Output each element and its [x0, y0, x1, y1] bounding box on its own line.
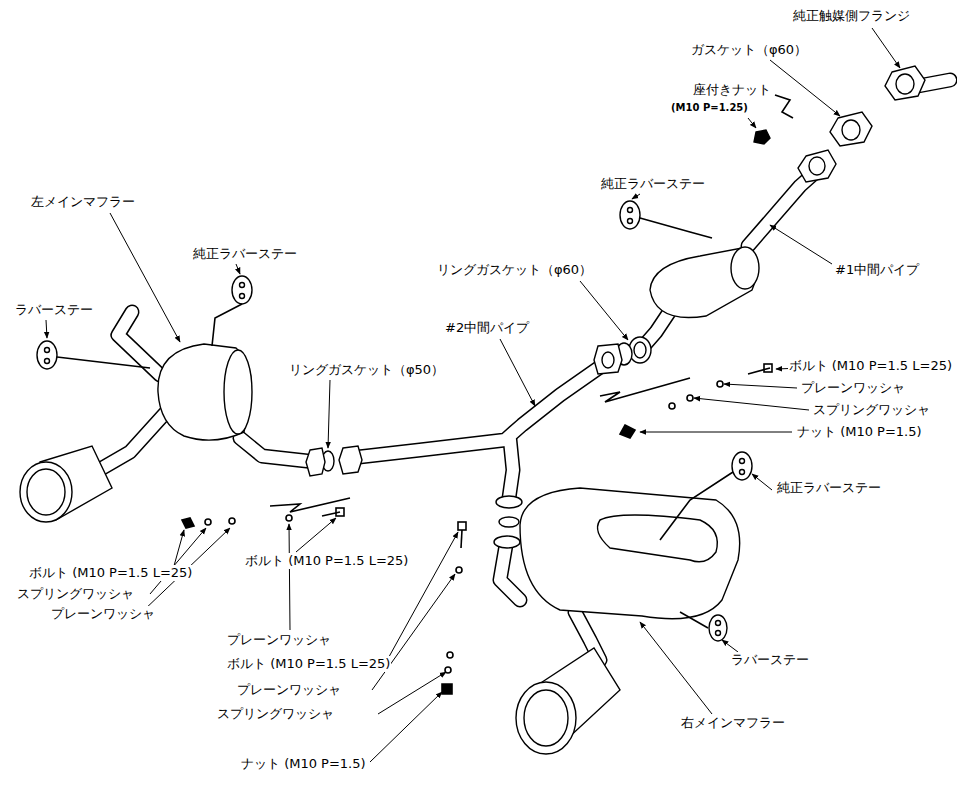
- part-label: (M10 P=1.25): [670, 102, 749, 114]
- part-label: #2中間パイプ: [444, 320, 530, 336]
- part-label: リングガスケット（φ60）: [436, 262, 593, 278]
- part-label: スプリングワッシャ: [812, 402, 931, 418]
- part-label: ラバーステー: [14, 302, 94, 318]
- part-label: ガスケット（φ60）: [690, 42, 808, 58]
- part-label: プレーンワッシャ: [800, 380, 906, 396]
- part-label: ボルト (M10 P=1.5 L=25): [28, 565, 193, 581]
- part-label: ナット (M10 P=1.5): [796, 424, 923, 440]
- part-label: ラバーステー: [730, 652, 810, 668]
- part-label: 純正ラバーステー: [776, 480, 882, 496]
- part-label: ボルト (M10 P=1.5 L=25): [226, 656, 391, 672]
- part-label: 右メインマフラー: [680, 715, 786, 731]
- part-label: プレーンワッシャ: [236, 682, 342, 698]
- part-label: 座付きナット: [692, 82, 772, 98]
- part-label: 純正ラバーステー: [600, 176, 706, 192]
- part-label: 純正触媒側フランジ: [792, 8, 911, 24]
- part-label: リングガスケット（φ50）: [288, 362, 445, 378]
- part-label: #1中間パイプ: [834, 262, 920, 278]
- part-label: 純正ラバーステー: [192, 246, 298, 262]
- part-label: ボルト (M10 P=1.5 L=25): [244, 553, 409, 569]
- part-label: ナット (M10 P=1.5): [240, 756, 367, 772]
- part-label: ボルト (M10 P=1.5 L=25): [788, 358, 953, 374]
- part-label: 左メインマフラー: [30, 194, 136, 210]
- part-label: プレーンワッシャ: [50, 606, 156, 622]
- part-label: スプリングワッシャ: [216, 706, 335, 722]
- part-label: プレーンワッシャ: [226, 632, 332, 648]
- part-label: スプリングワッシャ: [16, 586, 135, 602]
